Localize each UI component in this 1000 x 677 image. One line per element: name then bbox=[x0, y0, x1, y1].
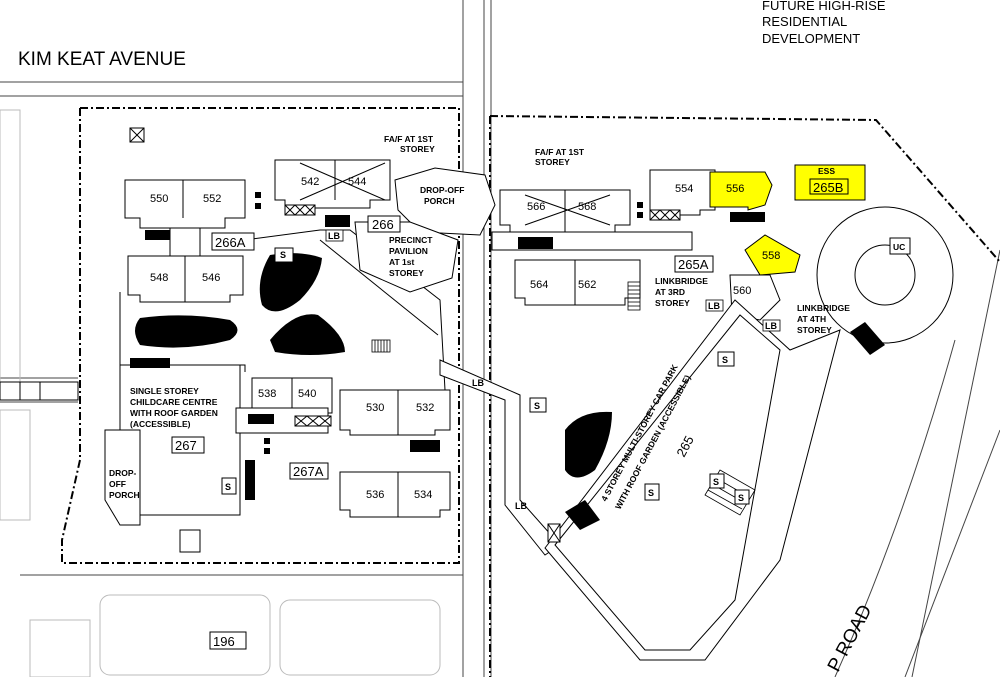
annotation-line-2: RESIDENTIAL bbox=[762, 14, 847, 29]
unit-538: 538 bbox=[258, 388, 276, 400]
unit-548: 548 bbox=[150, 272, 168, 284]
unit-552: 552 bbox=[203, 193, 221, 205]
note-childcare-1: SINGLE STOREY bbox=[130, 386, 199, 396]
unit-labels: 550 552 548 546 542 544 566 568 554 556 … bbox=[150, 176, 780, 501]
street-bottom-right: P ROAD bbox=[824, 601, 877, 675]
site-boundary bbox=[61, 107, 1000, 677]
annotation-line-3: DEVELOPMENT bbox=[762, 31, 860, 46]
block-265b: 265B bbox=[813, 180, 843, 195]
unit-566: 566 bbox=[527, 201, 545, 213]
note-dropoff-top-1: DROP-OFF bbox=[420, 185, 464, 195]
block-556-highlight bbox=[709, 171, 773, 211]
lb-labels: LB LB LB LB LB bbox=[325, 229, 781, 511]
note-linkbridge3-1: LINKBRIDGE bbox=[655, 276, 708, 286]
block-267a: 267A bbox=[293, 464, 324, 479]
block-267: 267 bbox=[175, 438, 197, 453]
unit-546: 546 bbox=[202, 272, 220, 284]
s-tag-2: S bbox=[225, 482, 231, 492]
service-blocks bbox=[130, 192, 885, 530]
ponds bbox=[135, 253, 612, 478]
unit-544: 544 bbox=[348, 176, 366, 188]
note-dropoff-left-3: PORCH bbox=[109, 490, 140, 500]
street-kim-keat: KIM KEAT AVENUE bbox=[18, 49, 186, 70]
unit-554: 554 bbox=[675, 183, 693, 195]
block-266a: 266A bbox=[215, 235, 246, 250]
note-fa-right-1: FA/F AT 1ST bbox=[535, 147, 585, 157]
lb-tag-3: LB bbox=[765, 321, 777, 331]
note-ess: ESS bbox=[818, 166, 835, 176]
note-dropoff-left-2: OFF bbox=[109, 479, 126, 489]
unit-542: 542 bbox=[301, 176, 319, 188]
block-labels: 266A 266 265A 265B 267 267A 196 265 bbox=[175, 180, 843, 649]
s-tag-4: S bbox=[722, 355, 728, 365]
note-fa-left-1: FA/F AT 1ST bbox=[384, 134, 434, 144]
note-dropoff-top-2: PORCH bbox=[424, 196, 455, 206]
unit-540: 540 bbox=[298, 388, 316, 400]
s-tag-3: S bbox=[534, 401, 540, 411]
note-precinct-4: STOREY bbox=[389, 268, 424, 278]
unit-560: 560 bbox=[733, 285, 751, 297]
lb-tag-4: LB bbox=[472, 378, 484, 388]
note-uc: UC bbox=[893, 242, 905, 252]
block-266: 266 bbox=[372, 217, 394, 232]
left-precinct bbox=[104, 159, 496, 553]
note-precinct-1: PRECINCT bbox=[389, 235, 433, 245]
unit-556: 556 bbox=[726, 183, 744, 195]
highlighted-blocks bbox=[709, 164, 866, 276]
block-boxes bbox=[171, 215, 714, 650]
block-558-highlight bbox=[744, 234, 801, 276]
note-dropoff-left-1: DROP- bbox=[109, 468, 137, 478]
s-tag-7: S bbox=[738, 493, 744, 503]
note-linkbridge3-2: AT 3RD bbox=[655, 287, 685, 297]
note-linkbridge4-3: STOREY bbox=[797, 325, 832, 335]
unit-534: 534 bbox=[414, 489, 432, 501]
note-linkbridge4-1: LINKBRIDGE bbox=[797, 303, 850, 313]
annotation-line-1: FUTURE HIGH-RISE bbox=[762, 0, 886, 13]
unit-532: 532 bbox=[416, 402, 434, 414]
block-265a: 265A bbox=[678, 257, 709, 272]
lb-tag-2: LB bbox=[708, 301, 720, 311]
note-childcare-2: CHILDCARE CENTRE bbox=[130, 397, 218, 407]
s-tag-1: S bbox=[280, 250, 286, 260]
s-letters: S S S S S S S bbox=[225, 250, 744, 503]
note-precinct-3: AT 1st bbox=[389, 257, 415, 267]
s-tag-5: S bbox=[648, 488, 654, 498]
unit-562: 562 bbox=[578, 279, 596, 291]
note-childcare-3: WITH ROOF GARDEN bbox=[130, 408, 218, 418]
note-childcare-4: (ACCESSIBLE) bbox=[130, 419, 191, 429]
unit-564: 564 bbox=[530, 279, 548, 291]
note-precinct-2: PAVILION bbox=[389, 246, 428, 256]
unit-530: 530 bbox=[366, 402, 384, 414]
right-precinct bbox=[491, 169, 954, 661]
note-fa-left-2: STOREY bbox=[400, 144, 435, 154]
unit-550: 550 bbox=[150, 193, 168, 205]
crossed-boxes bbox=[129, 127, 681, 543]
s-badges bbox=[221, 237, 911, 505]
unit-558: 558 bbox=[762, 250, 780, 262]
block-196: 196 bbox=[213, 634, 235, 649]
unit-536: 536 bbox=[366, 489, 384, 501]
lb-tag-1: LB bbox=[328, 231, 340, 241]
s-tag-6: S bbox=[713, 477, 719, 487]
ess-265b-label-box bbox=[809, 178, 849, 195]
left-link bbox=[0, 381, 79, 401]
note-linkbridge3-3: STOREY bbox=[655, 298, 690, 308]
note-linkbridge4-2: AT 4TH bbox=[797, 314, 826, 324]
lb-tag-5: LB bbox=[515, 501, 527, 511]
unit-568: 568 bbox=[578, 201, 596, 213]
note-fa-right-2: STOREY bbox=[535, 157, 570, 167]
